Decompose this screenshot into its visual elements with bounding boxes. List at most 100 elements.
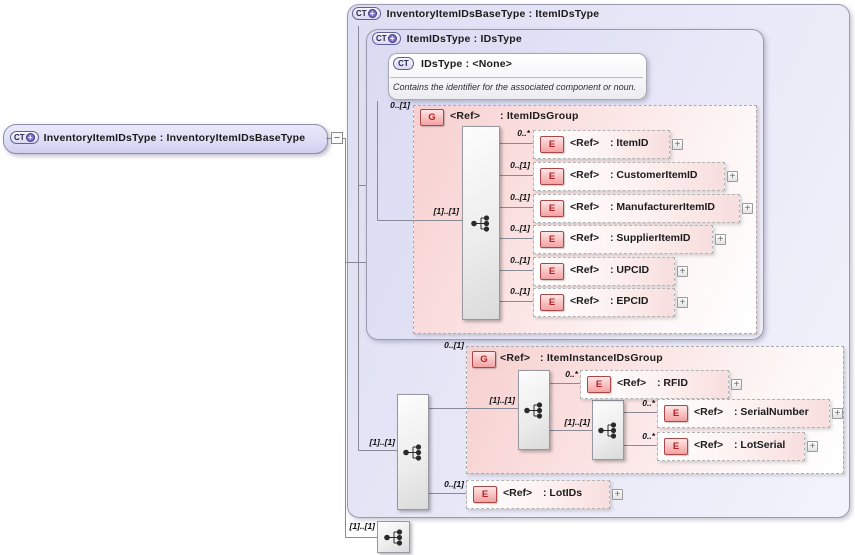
base-type-header: CT + InventoryItemIDsBaseType : ItemIDsT… <box>352 7 599 20</box>
element-icon: E <box>664 438 688 455</box>
sequence-box-serial-lot[interactable] <box>592 400 624 460</box>
occurs-label: [1]..[1] <box>349 521 376 531</box>
sequence-icon <box>524 401 543 419</box>
expand-icon[interactable]: + <box>677 266 688 277</box>
element-icon: E <box>473 486 497 503</box>
item-ids-type-header: CT + ItemIDsType : IDsType <box>372 32 522 45</box>
expand-icon[interactable]: + <box>672 139 683 150</box>
sequence-icon <box>403 443 422 461</box>
expand-icon[interactable]: + <box>677 297 688 308</box>
element-item-id[interactable]: E <Ref> : ItemID + <box>533 130 683 159</box>
occurs-label: 0..[1] <box>510 255 530 265</box>
expand-plus-icon: + <box>25 133 35 142</box>
ct-badge-label: CT <box>376 34 387 43</box>
element-name: : CustomerItemID <box>610 169 698 181</box>
expand-icon[interactable]: + <box>832 408 843 419</box>
sequence-box-item-ids-group[interactable] <box>462 126 500 320</box>
expand-icon[interactable]: + <box>727 171 738 182</box>
element-icon: E <box>587 376 611 393</box>
group-icon: G <box>472 351 496 368</box>
element-supplier-item-id[interactable]: E <Ref> : SupplierItemID + <box>533 225 726 254</box>
ids-type-header: CT IDsType : <None> <box>393 57 512 70</box>
element-ref: <Ref> <box>503 487 533 499</box>
element-name: : LotIDs <box>543 487 583 499</box>
element-epc-id[interactable]: E <Ref> : EPCID + <box>533 288 688 317</box>
root-type-header: CT + InventoryItemIDsType : InventoryIte… <box>10 131 305 144</box>
element-ref: <Ref> <box>570 137 600 149</box>
occurs-label: [1]..[1] <box>489 395 516 405</box>
complex-type-icon: CT + <box>372 32 401 45</box>
element-icon: E <box>540 263 564 280</box>
group-ref-label: <Ref> <box>500 352 531 364</box>
element-lot-ids[interactable]: E <Ref> : LotIDs + <box>466 480 623 509</box>
element-ref: <Ref> <box>617 377 647 389</box>
element-ref: <Ref> <box>570 264 600 276</box>
occurs-label: 0..[1] <box>444 340 464 350</box>
occurs-label: 0..[1] <box>444 479 464 489</box>
element-name: : SerialNumber <box>734 406 809 418</box>
occurs-label: 0..* <box>642 431 655 441</box>
complex-type-icon: CT <box>393 57 414 70</box>
occurs-label: 0..[1] <box>510 223 530 233</box>
element-icon: E <box>540 168 564 185</box>
occurs-label: 0..* <box>517 128 530 138</box>
ids-type-box[interactable] <box>388 53 647 100</box>
element-icon: E <box>540 294 564 311</box>
element-lot-serial[interactable]: E <Ref> : LotSerial + <box>657 432 818 461</box>
element-rfid[interactable]: E <Ref> : RFID + <box>580 370 742 399</box>
expand-icon[interactable]: + <box>715 234 726 245</box>
element-icon: E <box>540 200 564 217</box>
sequence-icon <box>383 528 402 546</box>
element-name: : EPCID <box>610 295 649 307</box>
sequence-box-root-extension[interactable] <box>377 521 410 553</box>
ids-type-annotation: Contains the identifier for the associat… <box>393 82 637 92</box>
element-ref: <Ref> <box>570 232 600 244</box>
element-name: : RFID <box>657 377 688 389</box>
root-type-box[interactable] <box>3 124 328 154</box>
occurs-label: 0..* <box>642 398 655 408</box>
element-ref: <Ref> <box>694 406 724 418</box>
element-manufacturer-item-id[interactable]: E <Ref> : ManufacturerItemID + <box>533 194 753 223</box>
element-upc-id[interactable]: E <Ref> : UPCID + <box>533 257 688 286</box>
element-icon: E <box>664 405 688 422</box>
root-type-title: InventoryItemIDsType : InventoryItemIDsB… <box>43 131 306 144</box>
element-name: : ItemID <box>610 137 649 149</box>
occurs-label: 0..[1] <box>510 286 530 296</box>
element-name: : SupplierItemID <box>610 232 691 244</box>
expand-icon[interactable]: + <box>807 441 818 452</box>
element-customer-item-id[interactable]: E <Ref> : CustomerItemID + <box>533 162 738 191</box>
element-name: : LotSerial <box>734 439 786 451</box>
expand-icon[interactable]: + <box>731 379 742 390</box>
element-serial-number[interactable]: E <Ref> : SerialNumber + <box>657 399 843 428</box>
element-icon: E <box>540 136 564 153</box>
expand-icon[interactable]: + <box>742 203 753 214</box>
ct-badge-label: CT <box>398 59 409 68</box>
element-ref: <Ref> <box>570 295 600 307</box>
element-icon: E <box>540 231 564 248</box>
ct-badge-label: CT <box>356 9 367 18</box>
element-ref: <Ref> <box>570 169 600 181</box>
element-ref: <Ref> <box>694 439 724 451</box>
complex-type-icon: CT + <box>352 7 381 20</box>
occurs-label: [1]..[1] <box>369 437 396 447</box>
complex-type-icon: CT + <box>10 131 39 144</box>
occurs-label: [1]..[1] <box>433 206 460 216</box>
occurs-label: 0..* <box>565 369 578 379</box>
sequence-icon <box>471 214 490 232</box>
group-icon: G <box>420 109 444 126</box>
sequence-box-item-instance-group[interactable] <box>518 370 550 450</box>
annotation-divider <box>390 77 643 78</box>
expand-icon[interactable]: + <box>612 489 623 500</box>
collapse-icon[interactable]: − <box>331 132 343 144</box>
sequence-box-base-extension[interactable] <box>397 394 429 510</box>
ids-type-title: IDsType : <None> <box>421 57 513 70</box>
base-type-title: InventoryItemIDsBaseType : ItemIDsType <box>386 7 600 20</box>
expand-plus-icon: + <box>367 9 377 18</box>
occurs-label: 0..[1] <box>510 192 530 202</box>
group-name: : ItemIDsGroup <box>500 110 579 122</box>
item-ids-type-title: ItemIDsType : IDsType <box>406 32 522 45</box>
item-ids-group-header: G <Ref> : ItemIDsGroup <box>420 109 720 126</box>
sequence-icon <box>598 421 617 439</box>
